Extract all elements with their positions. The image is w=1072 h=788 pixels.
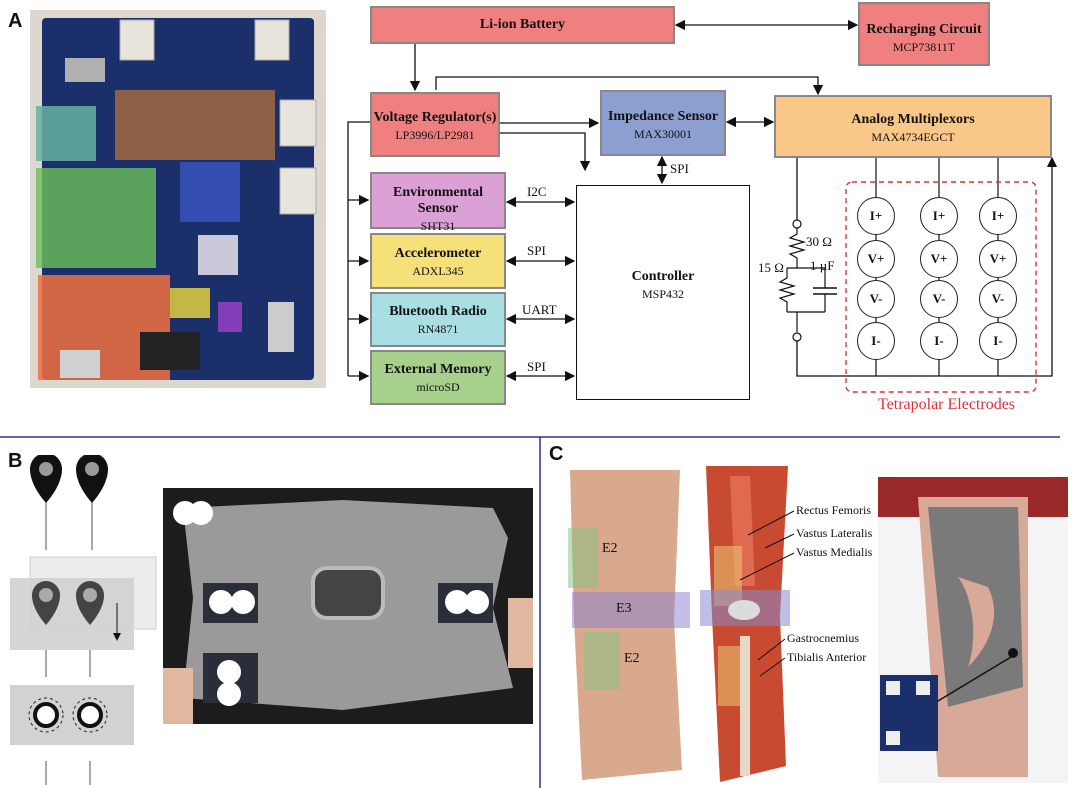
bus-label-spi-accel: SPI xyxy=(527,243,546,258)
multiplexor-part: MAX4734EGCT xyxy=(871,130,955,144)
accelerometer-part: ADXL345 xyxy=(412,264,464,278)
memory-label: External Memory xyxy=(384,362,492,377)
controller-part: MSP432 xyxy=(641,287,685,301)
bluetooth-block: Bluetooth Radio RN4871 xyxy=(370,292,506,347)
impedance-label: Impedance Sensor xyxy=(607,109,719,124)
tetrapolar-caption: Tetrapolar Electrodes xyxy=(878,396,1016,413)
memory-part: microSD xyxy=(416,380,460,394)
impedance-part: MAX30001 xyxy=(633,127,692,141)
regulator-label: Voltage Regulator(s) xyxy=(373,110,497,125)
electrode-c3-i-plus: I+ xyxy=(979,197,1017,235)
electrode-c2-v-minus: V- xyxy=(920,280,958,318)
regulator-part: LP3996/LP2981 xyxy=(395,128,475,142)
worn-sleeve-illustration xyxy=(878,477,1068,777)
multiplexor-label: Analog Multiplexors xyxy=(851,112,975,127)
muscle-label-rectus-femoris: Rectus Femoris xyxy=(796,503,871,517)
zone-label-e2-upper: E2 xyxy=(602,541,618,556)
knee-sleeve-illustration xyxy=(163,500,533,724)
resistor-30-label: 30 Ω xyxy=(806,234,832,249)
multiplexor-block: Analog Multiplexors MAX4734EGCT xyxy=(774,95,1052,158)
electrode-c3-v-minus: V- xyxy=(979,280,1017,318)
recharging-label: Recharging Circuit xyxy=(866,22,982,37)
panel-label-b: B xyxy=(8,450,23,472)
controller-block: Controller MSP432 xyxy=(576,185,750,400)
environmental-part: SHT31 xyxy=(420,219,456,233)
bus-label-spi-controller: SPI xyxy=(670,161,689,176)
electrode-c1-i-minus: I- xyxy=(857,322,895,360)
panel-label-c: C xyxy=(549,443,564,465)
panel-label-a: A xyxy=(8,10,23,32)
battery-label: Li-ion Battery xyxy=(479,17,566,32)
electrode-c2-v-plus: V+ xyxy=(920,240,958,278)
recharging-block: Recharging Circuit MCP73811T xyxy=(858,2,990,66)
electrode-c3-i-minus: I- xyxy=(979,322,1017,360)
impedance-block: Impedance Sensor MAX30001 xyxy=(600,90,726,156)
accelerometer-block: Accelerometer ADXL345 xyxy=(370,233,506,289)
muscle-label-tibialis-anterior: Tibialis Anterior xyxy=(787,650,867,664)
bluetooth-part: RN4871 xyxy=(417,322,459,336)
electrode-placement-schematic xyxy=(10,455,157,785)
bus-label-spi-memory: SPI xyxy=(527,359,546,374)
environmental-label: Environmental Sensor xyxy=(393,185,483,216)
memory-block: External Memory microSD xyxy=(370,350,506,405)
capacitor-label: 1 µF xyxy=(810,258,835,273)
pcb-photo xyxy=(30,10,326,388)
worn-sleeve-photo xyxy=(878,477,1068,783)
bus-label-i2c: I2C xyxy=(527,184,547,199)
muscle-label-vastus-medialis: Vastus Medialis xyxy=(796,545,873,559)
muscle-label-gastrocnemius: Gastrocnemius xyxy=(787,631,859,645)
recharging-part: MCP73811T xyxy=(892,40,956,54)
leg-illustration xyxy=(568,470,690,780)
controller-label: Controller xyxy=(631,269,695,284)
electrode-c2-i-plus: I+ xyxy=(920,197,958,235)
muscle-label-vastus-lateralis: Vastus Lateralis xyxy=(796,526,873,540)
leg-photo xyxy=(562,470,690,780)
knee-sleeve-photo xyxy=(163,488,533,724)
battery-block: Li-ion Battery xyxy=(370,6,675,44)
environmental-block: Environmental Sensor SHT31 xyxy=(370,172,506,233)
pcb-illustration xyxy=(36,18,317,380)
regulator-block: Voltage Regulator(s) LP3996/LP2981 xyxy=(370,92,500,157)
zone-label-e2-lower: E2 xyxy=(624,651,640,666)
bluetooth-label: Bluetooth Radio xyxy=(389,304,487,319)
muscle-drawing xyxy=(700,466,790,782)
resistor-15-label: 15 Ω xyxy=(758,260,784,275)
electrode-c1-v-plus: V+ xyxy=(857,240,895,278)
electrode-c1-v-minus: V- xyxy=(857,280,895,318)
muscle-anatomy-illustration xyxy=(700,466,790,784)
electrode-c1-i-plus: I+ xyxy=(857,197,895,235)
accelerometer-label: Accelerometer xyxy=(394,246,482,261)
electrode-c3-v-plus: V+ xyxy=(979,240,1017,278)
electrode-c2-i-minus: I- xyxy=(920,322,958,360)
zone-label-e3: E3 xyxy=(616,601,632,616)
bus-label-uart: UART xyxy=(522,302,557,317)
